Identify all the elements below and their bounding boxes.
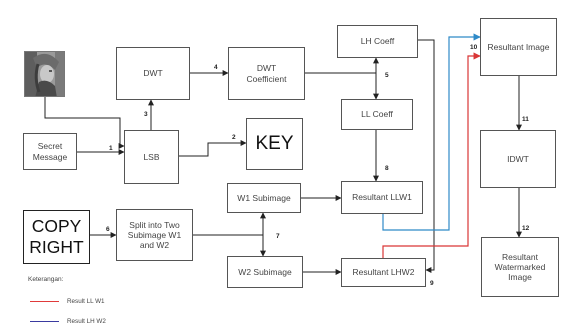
node-resultant-lhw2: Resultant LHW2 <box>341 258 426 287</box>
node-lsb: LSB <box>124 130 179 184</box>
node-dwt: DWT <box>116 47 190 100</box>
node-lh-coeff: LH Coeff <box>337 25 418 58</box>
step-label-9: 9 <box>430 280 434 287</box>
node-idwt: IDWT <box>480 130 556 188</box>
step-label-10: 10 <box>470 44 477 51</box>
step-label-1: 1 <box>109 145 113 152</box>
legend-item-ll-w1: Result LL W1 <box>30 296 105 306</box>
node-dwt-coefficient: DWT Coefficient <box>228 47 305 100</box>
step-label-7: 7 <box>276 233 280 240</box>
legend-item-lh-w2: Result LH W2 <box>30 316 106 326</box>
legend-label-ll-w1: Result LL W1 <box>67 298 105 305</box>
step-label-6: 6 <box>106 226 110 233</box>
legend-swatch-blue <box>30 321 59 322</box>
edge-lh-lhw2 <box>418 40 434 270</box>
step-label-3: 3 <box>144 111 148 118</box>
node-resultant-llw1: Resultant LLW1 <box>341 181 423 214</box>
node-resultant-image: Resultant Image <box>480 18 557 76</box>
step-label-5: 5 <box>385 72 389 79</box>
step-label-8: 8 <box>385 165 389 172</box>
edge-lsb-key <box>179 143 246 156</box>
host-image-picture <box>25 52 65 97</box>
node-resultant-watermarked: Resultant Watermarked Image <box>481 237 559 297</box>
step-label-11: 11 <box>522 116 529 123</box>
step-label-2: 2 <box>232 134 236 141</box>
node-w1-subimage: W1 Subimage <box>227 183 301 213</box>
step-label-4: 4 <box>214 64 218 71</box>
node-secret-message: Secret Message <box>23 133 77 170</box>
legend-label-lh-w2: Result LH W2 <box>67 318 106 325</box>
node-split: Split into Two Subimage W1 and W2 <box>116 209 193 261</box>
edge-lhw2-result-red <box>383 56 480 258</box>
legend-title: Keterangan: <box>28 276 63 283</box>
step-label-12: 12 <box>522 225 529 232</box>
host-image-thumbnail <box>24 51 65 97</box>
node-w2-subimage: W2 Subimage <box>227 256 303 288</box>
legend-swatch-red <box>30 301 59 302</box>
node-copyright: COPY RIGHT <box>23 210 90 264</box>
node-ll-coeff: LL Coeff <box>341 99 413 130</box>
node-key: KEY <box>246 118 303 170</box>
